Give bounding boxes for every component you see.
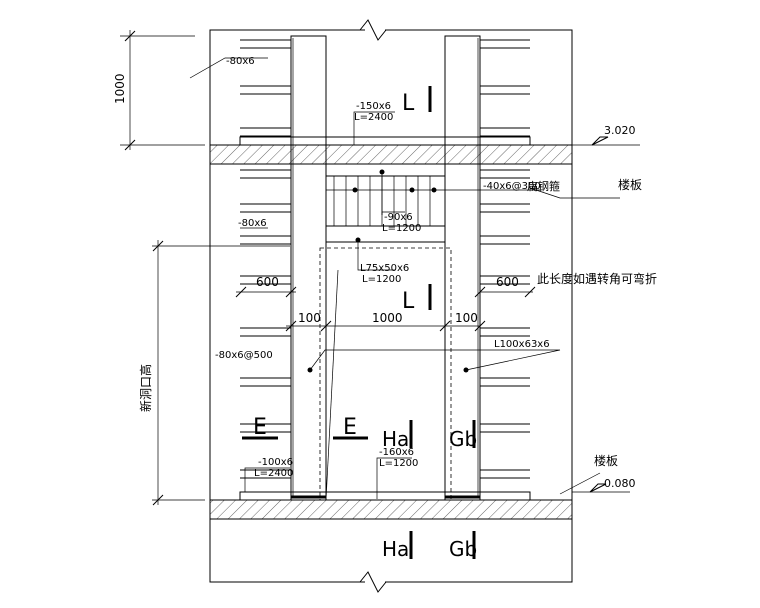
dim-width-left: 600 [256,275,279,289]
section-mark-gb-lower: Gb [449,537,477,561]
label-plate-bottom-mid-length: L=1200 [379,458,418,469]
label-plate-bottom-left-length: L=2400 [254,468,293,479]
section-mark-e-left: E [253,415,267,440]
section-mark-ha-upper: Ha [382,427,409,451]
label-plate-bottom-left: -100x6 [258,457,293,468]
label-floor-slab-top: 楼板 [618,177,642,192]
label-opening-height: 新洞口高 [138,364,153,412]
flat-bars [240,39,530,479]
label-angle-large: L100x63x6 [494,339,550,350]
section-mark-gb-upper: Gb [449,427,477,451]
elevation-top: 3.020 [604,124,636,137]
dimension-lines [120,30,536,506]
elevation-bottom: -0.080 [600,477,635,490]
section-mark-l-lower: L [402,289,415,314]
label-plate-mid-length: L=1200 [382,223,421,234]
label-plate-bottom-mid: -160x6 [379,447,414,458]
leader-lines [189,57,620,499]
label-angle-small-length: L=1200 [362,274,401,285]
dim-height-top: 1000 [113,73,127,104]
floor-slab-lower [209,499,573,520]
label-plate-mid: -90x6 [384,212,413,223]
section-mark-e-right: E [343,415,357,440]
new-opening [291,237,480,501]
label-angle-small: L75x50x6 [360,263,409,274]
elevation-markers [572,136,640,493]
section-mark-l-upper: L [402,91,415,116]
label-flat-bar-mid: -80x6 [238,218,267,229]
floor-slab-upper [209,144,573,165]
section-mark-ha-lower: Ha [382,537,409,561]
label-bar-spaced-note: 扁钢箍 [527,179,560,193]
label-floor-slab-bottom: 楼板 [594,453,618,468]
break-mark-top [359,19,387,41]
section-bars [242,86,476,559]
dim-opening-width: 1000 [372,311,403,325]
label-plate-top-length: L=2400 [354,112,393,123]
label-bend-note: 此长度如遇转角可弯折 [537,271,657,286]
flat-bar-hoops [325,169,446,227]
label-plate-top: -150x6 [356,101,391,112]
break-mark-bottom [359,571,387,593]
dim-gap-right: 100 [455,311,478,325]
wall-outline [209,19,573,593]
dim-gap-left: 100 [298,311,321,325]
label-bar-spaced: -40x6@300 [483,181,541,192]
dim-width-right: 600 [496,275,519,289]
label-flat-bar-spaced: -80x6@500 [215,350,273,361]
label-flat-bar-top: -80x6 [226,56,255,67]
